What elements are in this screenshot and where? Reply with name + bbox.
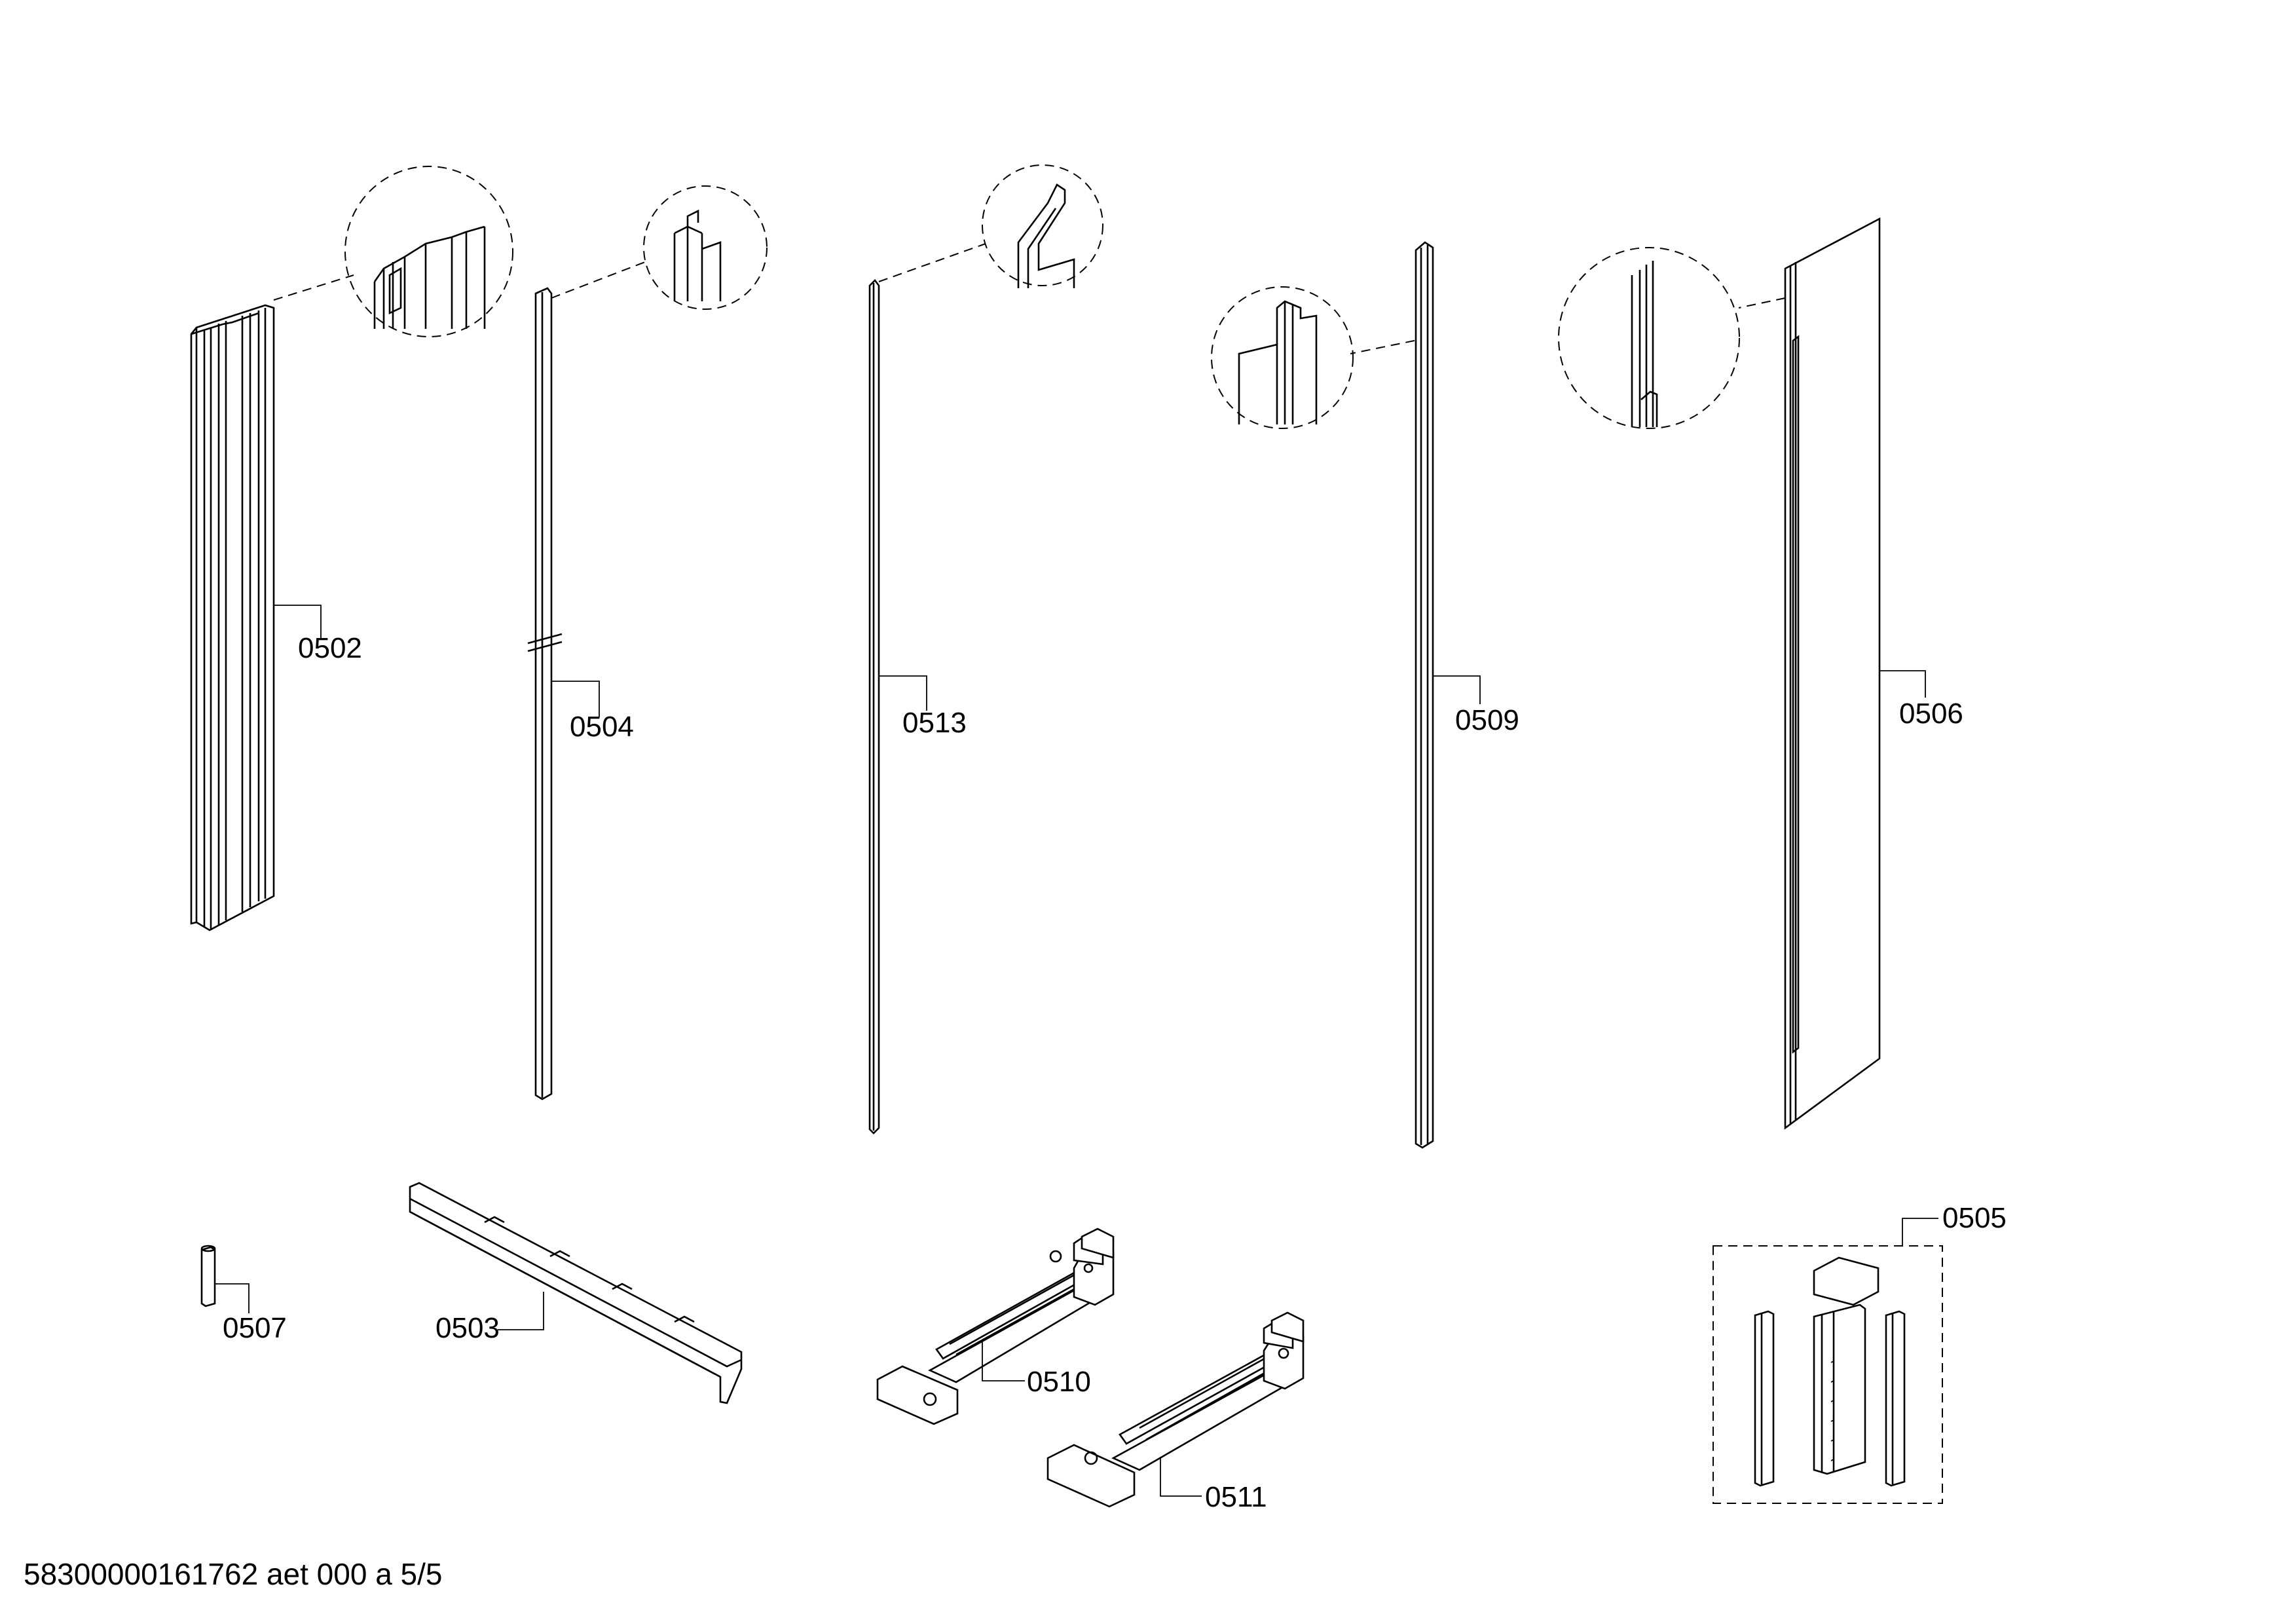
part-0507 [200,1245,216,1307]
part-0505 [1713,1245,1943,1504]
leader-0507 [215,1283,250,1313]
leader-0511 [1160,1457,1202,1497]
label-0510: 0510 [1027,1366,1091,1398]
part-0509 [1211,241,1434,1149]
part-0504 [527,185,768,1100]
label-0509: 0509 [1455,704,1519,736]
label-0505: 0505 [1942,1202,2007,1234]
leader-0502 [274,605,322,639]
label-0513: 0513 [902,707,967,739]
leader-0505 [1902,1218,1938,1246]
label-0511: 0511 [1205,1481,1267,1513]
label-0504: 0504 [570,711,634,743]
label-0502: 0502 [298,632,362,664]
leader-0506 [1879,670,1926,698]
part-0506 [1558,217,1881,1130]
part-0511 [1046,1311,1305,1508]
part-0513 [868,164,1103,1135]
leader-0504 [551,681,600,717]
document-footer: 58300000161762 aet 000 a 5/5 [24,1557,443,1591]
leader-0503 [498,1292,544,1330]
leader-0510 [982,1342,1025,1381]
part-0502 [190,166,513,931]
label-0507: 0507 [223,1312,287,1344]
leader-0509 [1433,675,1481,704]
part-0503 [409,1182,743,1404]
label-0506: 0506 [1899,698,1963,730]
label-0503: 0503 [435,1312,500,1344]
leader-0513 [879,675,927,711]
part-0510 [876,1228,1115,1425]
